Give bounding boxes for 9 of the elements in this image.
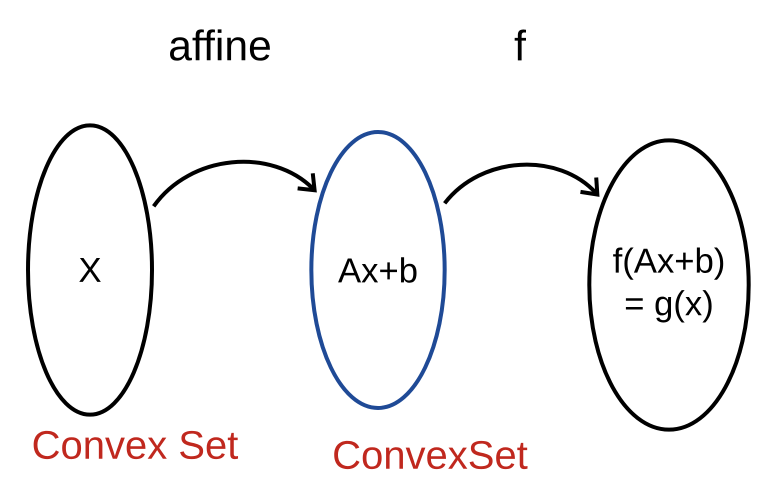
edge-label: f xyxy=(514,30,526,60)
node-label: ConvexSet xyxy=(334,440,528,470)
node-label: Convex Set xyxy=(34,430,238,460)
arrow xyxy=(152,160,317,208)
ellipse-node: X xyxy=(26,123,154,417)
ellipse-node: Ax+b xyxy=(309,130,447,410)
arrow xyxy=(443,162,600,205)
ellipse-node: f(Ax+b) = g(x) xyxy=(587,138,751,432)
edge-label: affine xyxy=(170,29,270,61)
